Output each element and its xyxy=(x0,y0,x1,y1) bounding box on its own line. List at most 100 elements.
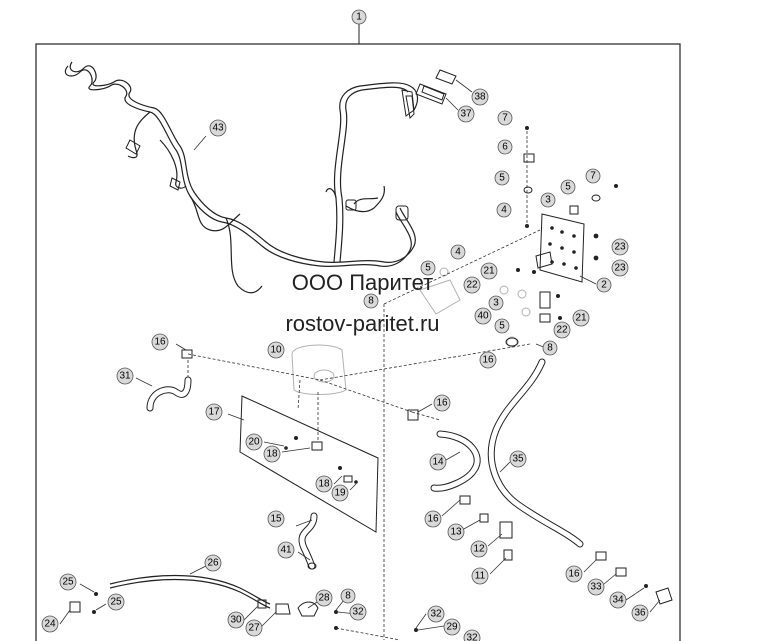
svg-text:5: 5 xyxy=(425,263,431,274)
svg-text:4: 4 xyxy=(501,205,507,216)
svg-text:5: 5 xyxy=(499,321,505,332)
callout-5c: 5 xyxy=(420,260,436,276)
svg-text:14: 14 xyxy=(432,457,444,468)
callout-23a: 23 xyxy=(611,238,629,256)
callout-3b: 3 xyxy=(488,295,504,311)
hose-35 xyxy=(487,337,584,548)
callout-19: 19 xyxy=(331,484,349,502)
svg-text:27: 27 xyxy=(248,623,260,634)
callout-2: 2 xyxy=(596,277,612,293)
diagram-frame xyxy=(35,43,681,641)
svg-text:37: 37 xyxy=(460,109,472,120)
svg-text:26: 26 xyxy=(207,558,219,569)
callout-5d: 5 xyxy=(494,318,510,334)
callout-16d: 16 xyxy=(424,510,442,528)
callout-13: 13 xyxy=(447,523,465,541)
svg-text:19: 19 xyxy=(334,488,346,499)
hose-31 xyxy=(146,349,193,412)
callout-38: 38 xyxy=(471,88,489,106)
callout-5a: 5 xyxy=(494,170,510,186)
svg-text:30: 30 xyxy=(230,615,242,626)
svg-text:32: 32 xyxy=(352,607,364,618)
svg-text:15: 15 xyxy=(270,514,282,525)
callout-18a: 18 xyxy=(263,445,281,463)
svg-text:38: 38 xyxy=(474,92,486,103)
callout-16e: 16 xyxy=(565,565,583,583)
callout-24: 24 xyxy=(41,615,59,633)
callout-4a: 4 xyxy=(496,202,512,218)
callout-21b: 21 xyxy=(572,309,590,327)
svg-text:18: 18 xyxy=(266,449,278,460)
wiring-harness xyxy=(64,61,419,294)
watermark-company: ООО Паритет xyxy=(291,270,434,295)
svg-text:43: 43 xyxy=(212,123,224,134)
callout-5b: 5 xyxy=(560,179,576,195)
callout-16b: 16 xyxy=(151,333,169,351)
callout-17: 17 xyxy=(205,403,223,421)
svg-text:16: 16 xyxy=(427,514,439,525)
callout-8a: 8 xyxy=(363,293,379,309)
callout-16a: 16 xyxy=(479,351,497,369)
svg-text:3: 3 xyxy=(493,298,499,309)
svg-text:22: 22 xyxy=(466,280,478,291)
callout-3a: 3 xyxy=(540,192,556,208)
callout-21a: 21 xyxy=(480,262,498,280)
svg-text:16: 16 xyxy=(154,337,166,348)
callout-11: 11 xyxy=(471,567,489,585)
svg-text:16: 16 xyxy=(568,569,580,580)
callout-27: 27 xyxy=(245,619,263,637)
callout-14: 14 xyxy=(429,453,447,471)
guide-lines xyxy=(187,229,541,640)
mounting-plate xyxy=(535,213,597,309)
svg-text:8: 8 xyxy=(368,296,374,307)
callout-leaders xyxy=(59,135,661,631)
svg-text:31: 31 xyxy=(119,371,131,382)
callout-1: 1 xyxy=(351,9,367,25)
callout-22a: 22 xyxy=(463,276,481,294)
svg-text:33: 33 xyxy=(590,582,602,593)
callout-29: 29 xyxy=(443,618,461,636)
svg-text:32: 32 xyxy=(430,609,442,620)
svg-text:4: 4 xyxy=(455,247,461,258)
callout-22b: 22 xyxy=(553,321,571,339)
callout-4b: 4 xyxy=(450,244,466,260)
svg-text:8: 8 xyxy=(345,591,351,602)
callout-25a: 25 xyxy=(59,573,77,591)
callout-32b: 32 xyxy=(427,605,445,623)
svg-text:5: 5 xyxy=(565,182,571,193)
svg-text:34: 34 xyxy=(612,595,624,606)
callout-40: 40 xyxy=(474,307,492,325)
svg-text:21: 21 xyxy=(483,266,495,277)
callout-18b: 18 xyxy=(315,475,333,493)
callout-23b: 23 xyxy=(611,259,629,277)
svg-text:21: 21 xyxy=(575,313,587,324)
callout-30: 30 xyxy=(227,611,245,629)
svg-text:22: 22 xyxy=(556,325,568,336)
svg-text:17: 17 xyxy=(208,407,220,418)
svg-text:16: 16 xyxy=(482,355,494,366)
svg-text:11: 11 xyxy=(475,571,486,582)
cover-panel xyxy=(239,395,379,533)
svg-text:12: 12 xyxy=(473,544,485,555)
callout-31: 31 xyxy=(116,367,134,385)
hose-15 xyxy=(298,512,318,570)
svg-text:24: 24 xyxy=(44,619,56,630)
svg-text:29: 29 xyxy=(446,622,458,633)
svg-text:40: 40 xyxy=(477,311,489,322)
svg-text:32: 32 xyxy=(466,633,478,641)
callout-26: 26 xyxy=(204,554,222,572)
svg-text:28: 28 xyxy=(318,593,330,604)
callout-12: 12 xyxy=(470,540,488,558)
callout-32c: 32 xyxy=(463,629,481,641)
callout-32a: 32 xyxy=(349,603,367,621)
callout-33: 33 xyxy=(587,578,605,596)
callout-34: 34 xyxy=(609,591,627,609)
svg-text:18: 18 xyxy=(318,479,330,490)
callout-43: 43 xyxy=(209,119,227,137)
fasteners xyxy=(516,126,618,323)
svg-text:41: 41 xyxy=(280,545,292,556)
svg-text:25: 25 xyxy=(110,597,122,608)
svg-text:3: 3 xyxy=(545,195,551,206)
svg-text:5: 5 xyxy=(499,173,505,184)
